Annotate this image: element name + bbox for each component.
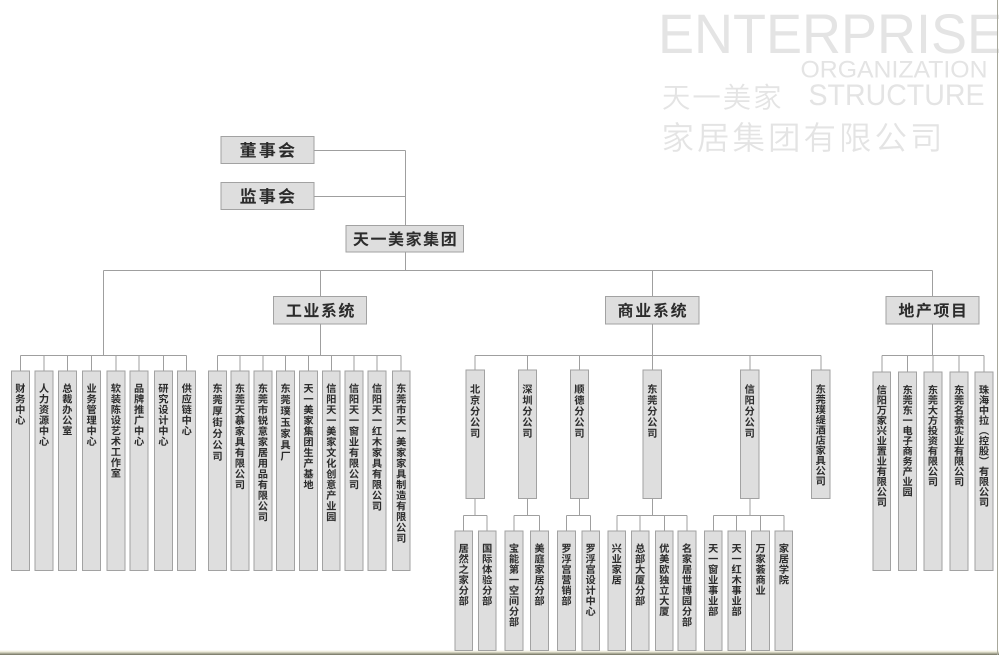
svg-text:ORGANIZATION: ORGANIZATION — [801, 58, 988, 84]
svg-text:STRUCTURE: STRUCTURE — [809, 79, 985, 112]
svg-text:ENTERPRISE: ENTERPRISE — [658, 3, 999, 65]
